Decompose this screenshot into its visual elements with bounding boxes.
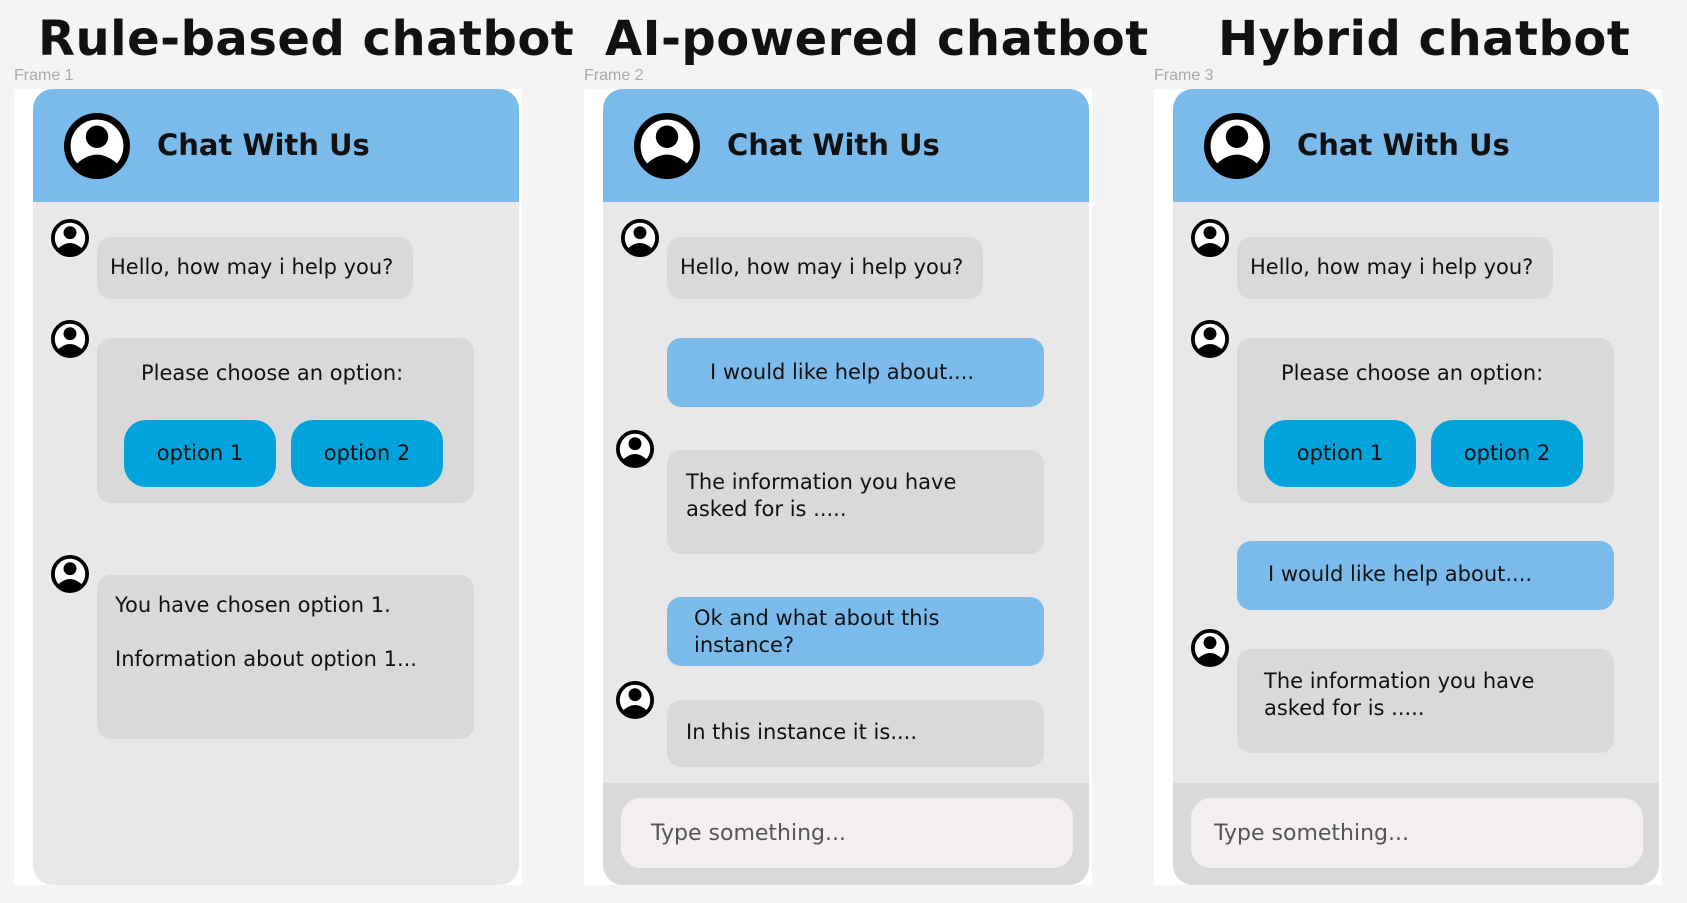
bot-message-response: You have chosen option 1. Information ab… [97, 575, 474, 739]
message-input[interactable] [621, 798, 1073, 868]
bot-message-greeting: Hello, how may i help you? [97, 237, 413, 299]
bot-avatar-icon [49, 219, 91, 257]
message-text: I would like help about.... [1268, 562, 1533, 586]
message-text: Hello, how may i help you? [680, 255, 964, 279]
message-input-bar [603, 783, 1089, 885]
heading-ai-powered: AI-powered chatbot [605, 11, 1149, 67]
chat-window-rule-based: Chat With Us Hello, how may i help you? … [33, 89, 519, 885]
bot-avatar-icon [49, 320, 91, 358]
message-text: You have chosen option 1. Information ab… [115, 593, 417, 671]
option-2-button[interactable]: option 2 [291, 420, 443, 487]
chat-window-hybrid: Chat With Us Hello, how may i help you? … [1173, 89, 1659, 885]
frame-label-3: Frame 3 [1154, 67, 1214, 84]
bot-reply-1: The information you have asked for is ..… [1237, 649, 1614, 753]
chat-header-title: Chat With Us [727, 128, 940, 162]
message-input-bar [1173, 783, 1659, 885]
bot-avatar-icon [1189, 320, 1231, 358]
user-circle-icon [631, 113, 703, 179]
message-text: Hello, how may i help you? [110, 255, 394, 279]
bot-avatar-icon [614, 430, 656, 468]
choose-option-prompt: Please choose an option: [1281, 361, 1544, 385]
user-message-1: I would like help about.... [1237, 541, 1614, 610]
chat-header: Chat With Us [603, 89, 1089, 202]
frame-label-2: Frame 2 [584, 67, 644, 84]
bot-reply-2: In this instance it is.... [667, 700, 1044, 767]
choose-option-prompt: Please choose an option: [141, 361, 404, 385]
bot-avatar-icon [614, 681, 656, 719]
chat-header-title: Chat With Us [1297, 128, 1510, 162]
user-message-2: Ok and what about this instance? [667, 597, 1044, 666]
heading-hybrid: Hybrid chatbot [1218, 11, 1631, 67]
option-1-button[interactable]: option 1 [124, 420, 276, 487]
option-2-button[interactable]: option 2 [1431, 420, 1583, 487]
bot-avatar-icon [1189, 219, 1231, 257]
chat-header: Chat With Us [33, 89, 519, 202]
message-text: In this instance it is.... [686, 720, 918, 744]
bot-avatar-icon [1189, 629, 1231, 667]
frame-label-1: Frame 1 [14, 67, 74, 84]
heading-rule-based: Rule-based chatbot [38, 11, 575, 67]
bot-reply-1: The information you have asked for is ..… [667, 450, 1044, 554]
message-text: The information you have asked for is ..… [686, 470, 957, 521]
chat-header-title: Chat With Us [157, 128, 370, 162]
bot-avatar-icon [49, 555, 91, 593]
message-text: Hello, how may i help you? [1250, 255, 1534, 279]
bot-message-options: Please choose an option: option 1 option… [1237, 338, 1614, 503]
user-message-1: I would like help about.... [667, 338, 1044, 407]
bot-message-greeting: Hello, how may i help you? [1237, 237, 1553, 299]
chat-window-ai-powered: Chat With Us Hello, how may i help you? … [603, 89, 1089, 885]
chat-header: Chat With Us [1173, 89, 1659, 202]
bot-message-greeting: Hello, how may i help you? [667, 237, 983, 299]
user-circle-icon [1201, 113, 1273, 179]
option-1-button[interactable]: option 1 [1264, 420, 1416, 487]
bot-avatar-icon [619, 219, 661, 257]
message-input[interactable] [1191, 798, 1643, 868]
message-text: The information you have asked for is ..… [1264, 669, 1535, 720]
user-circle-icon [61, 113, 133, 179]
message-text: Ok and what about this instance? [694, 606, 940, 657]
message-text: I would like help about.... [710, 360, 975, 384]
bot-message-options: Please choose an option: option 1 option… [97, 338, 474, 503]
